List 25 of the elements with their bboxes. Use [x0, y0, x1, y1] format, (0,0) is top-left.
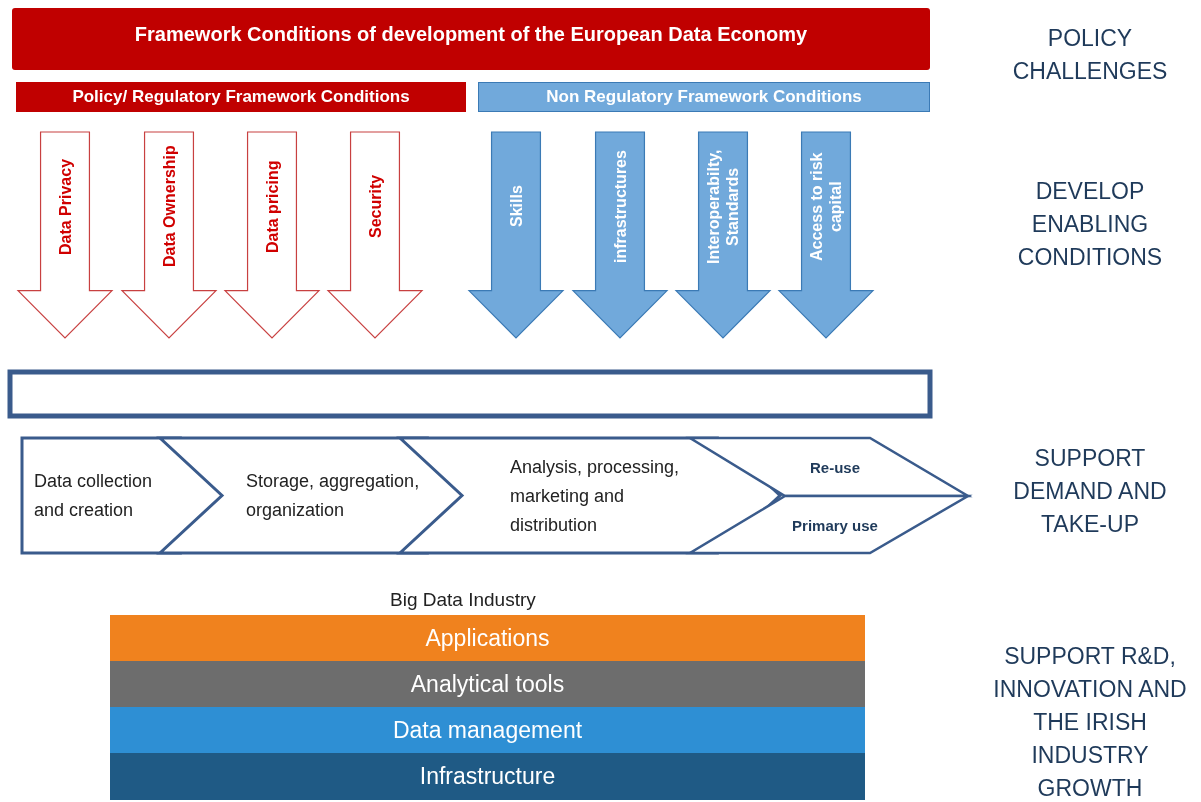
condition-label: Data Ownership — [159, 145, 179, 270]
condition-label: Data pricing — [262, 159, 282, 256]
condition-label: Security — [365, 174, 385, 241]
condition-label: Skills — [506, 184, 526, 230]
step-label: Storage, aggregation, organization — [246, 469, 421, 522]
stack-layer: Data management — [110, 707, 865, 753]
stage-label: SUPPORT R&D, INNOVATION AND THE IRISH INDUSTRY GROWTH — [992, 642, 1188, 802]
stack-layer: Applications — [110, 615, 865, 661]
condition-label: Access to risk capital — [807, 151, 845, 264]
stage-label: SUPPORT DEMAND AND TAKE-UP — [1012, 444, 1168, 539]
title-banner: Framework Conditions of development of the European Data Economy — [12, 8, 930, 70]
category-banner: Policy/ Regulatory Framework Conditions — [16, 82, 466, 112]
stack-layer: Infrastructure — [110, 753, 865, 800]
stage-label: POLICY CHALLENGES — [1011, 24, 1169, 86]
stage-label: DEVELOP ENABLING CONDITIONS — [1016, 177, 1164, 272]
condition-label: Data Privacy — [55, 157, 75, 257]
condition-label: infrastructures — [610, 149, 630, 266]
category-banner: Non Regulatory Framework Conditions — [478, 82, 930, 112]
step-label: Data collection and creation — [34, 469, 154, 522]
stack-layer: Analytical tools — [110, 661, 865, 707]
stack-heading: Big Data Industry — [390, 589, 536, 611]
condition-label: Interoperabilty, Standards — [704, 148, 742, 267]
step-label: Re-use — [809, 458, 861, 476]
step-label: Primary use — [791, 516, 879, 533]
step-label: Analysis, processing, marketing and distribution — [510, 455, 681, 536]
